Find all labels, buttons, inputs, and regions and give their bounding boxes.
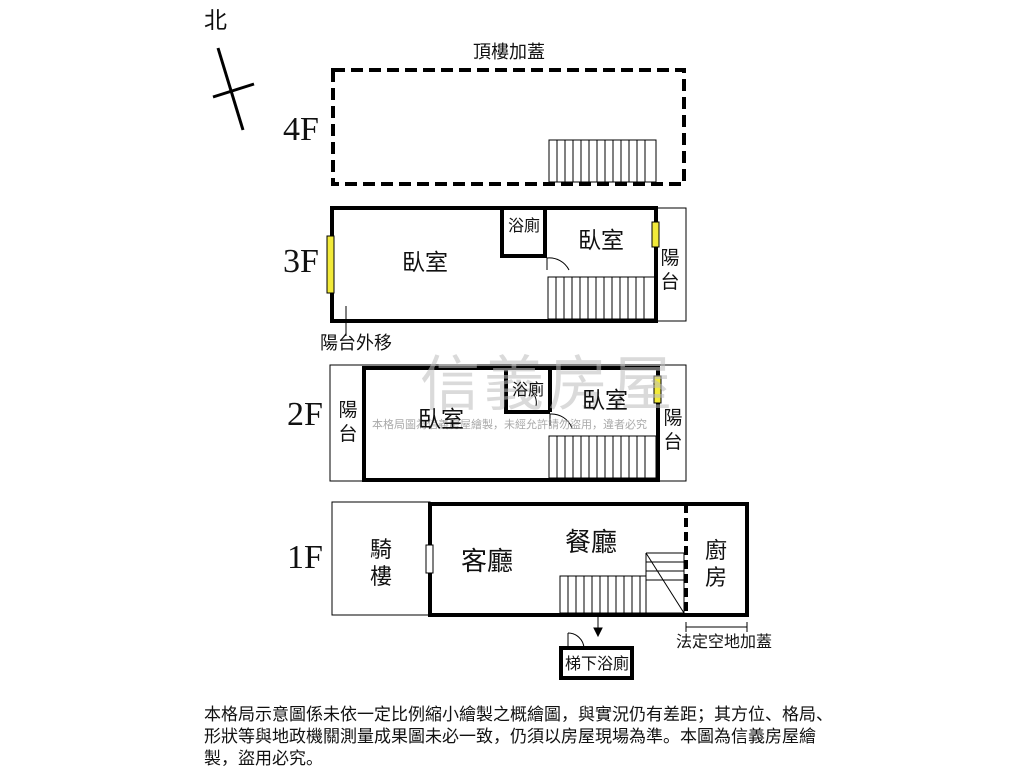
- room-2f-balcony-left: 陽台: [338, 399, 358, 445]
- room-2f-balcony-right: 陽台: [663, 407, 683, 453]
- floor-label-2f: 2F: [287, 396, 323, 433]
- room-understair-bath: 梯下浴廁: [565, 654, 630, 673]
- window-3f-left: [326, 235, 335, 294]
- room-2f-bedroom-right: 臥室: [582, 388, 628, 414]
- watermark-line: 本格局圖為信義房屋繪製，未經允許請勿盜用，違者必究: [372, 418, 647, 431]
- room-1f-kitchen: 廚房: [704, 539, 727, 591]
- floor-2f-outline: [362, 366, 660, 482]
- legal-open-space-label: 法定空地加蓋: [676, 632, 773, 651]
- balcony-moved-out-label: 陽台外移: [320, 333, 392, 354]
- room-1f-arcade: 騎樓: [369, 538, 392, 590]
- room-2f-bedroom-left: 臥室: [418, 407, 464, 433]
- north-arrow-icon: [212, 47, 255, 131]
- window-2f-right: [653, 375, 662, 404]
- floor-label-4f: 4F: [283, 111, 319, 148]
- roof-addition-label: 頂樓加蓋: [473, 42, 545, 63]
- door-2f: [529, 389, 573, 429]
- floor-label-3f: 3F: [283, 243, 319, 280]
- understair-bath-outline: [559, 632, 634, 680]
- stair-3f: [547, 276, 656, 320]
- balcony-3f-outline: [655, 207, 687, 322]
- room-1f-living: 客廳: [461, 547, 514, 577]
- watermark-brand: 信義房屋: [420, 350, 676, 420]
- floor-label-1f: 1F: [287, 539, 323, 576]
- stair-2f: [548, 435, 657, 479]
- stair-4f: [548, 139, 657, 183]
- disclaimer-note: 本格局示意圖係未依一定比例縮小繪製之概繪圖，與實況仍有差距；其方位、格局、形狀等…: [204, 705, 833, 769]
- entrance-door-1f: [425, 544, 434, 574]
- room-3f-balcony: 陽台: [660, 247, 680, 293]
- open-space-dimension-icon: [685, 622, 748, 632]
- door-3f: [546, 257, 570, 271]
- room-3f-bedroom-right: 臥室: [578, 228, 624, 254]
- stair-1f: [559, 552, 685, 614]
- walls-3f: [500, 208, 547, 258]
- room-3f-bath: 浴廁: [508, 216, 541, 235]
- compass-label: 北: [204, 8, 227, 34]
- room-1f-dining: 餐廳: [565, 528, 618, 558]
- room-3f-bedroom-left: 臥室: [402, 250, 448, 276]
- window-3f-right: [651, 221, 660, 248]
- roof-addition-outline: [331, 68, 686, 186]
- down-arrow-icon: [593, 615, 603, 638]
- room-2f-bath: 浴廁: [512, 380, 545, 399]
- walls-2f: [504, 368, 552, 414]
- floor-3f-outline: [330, 206, 658, 323]
